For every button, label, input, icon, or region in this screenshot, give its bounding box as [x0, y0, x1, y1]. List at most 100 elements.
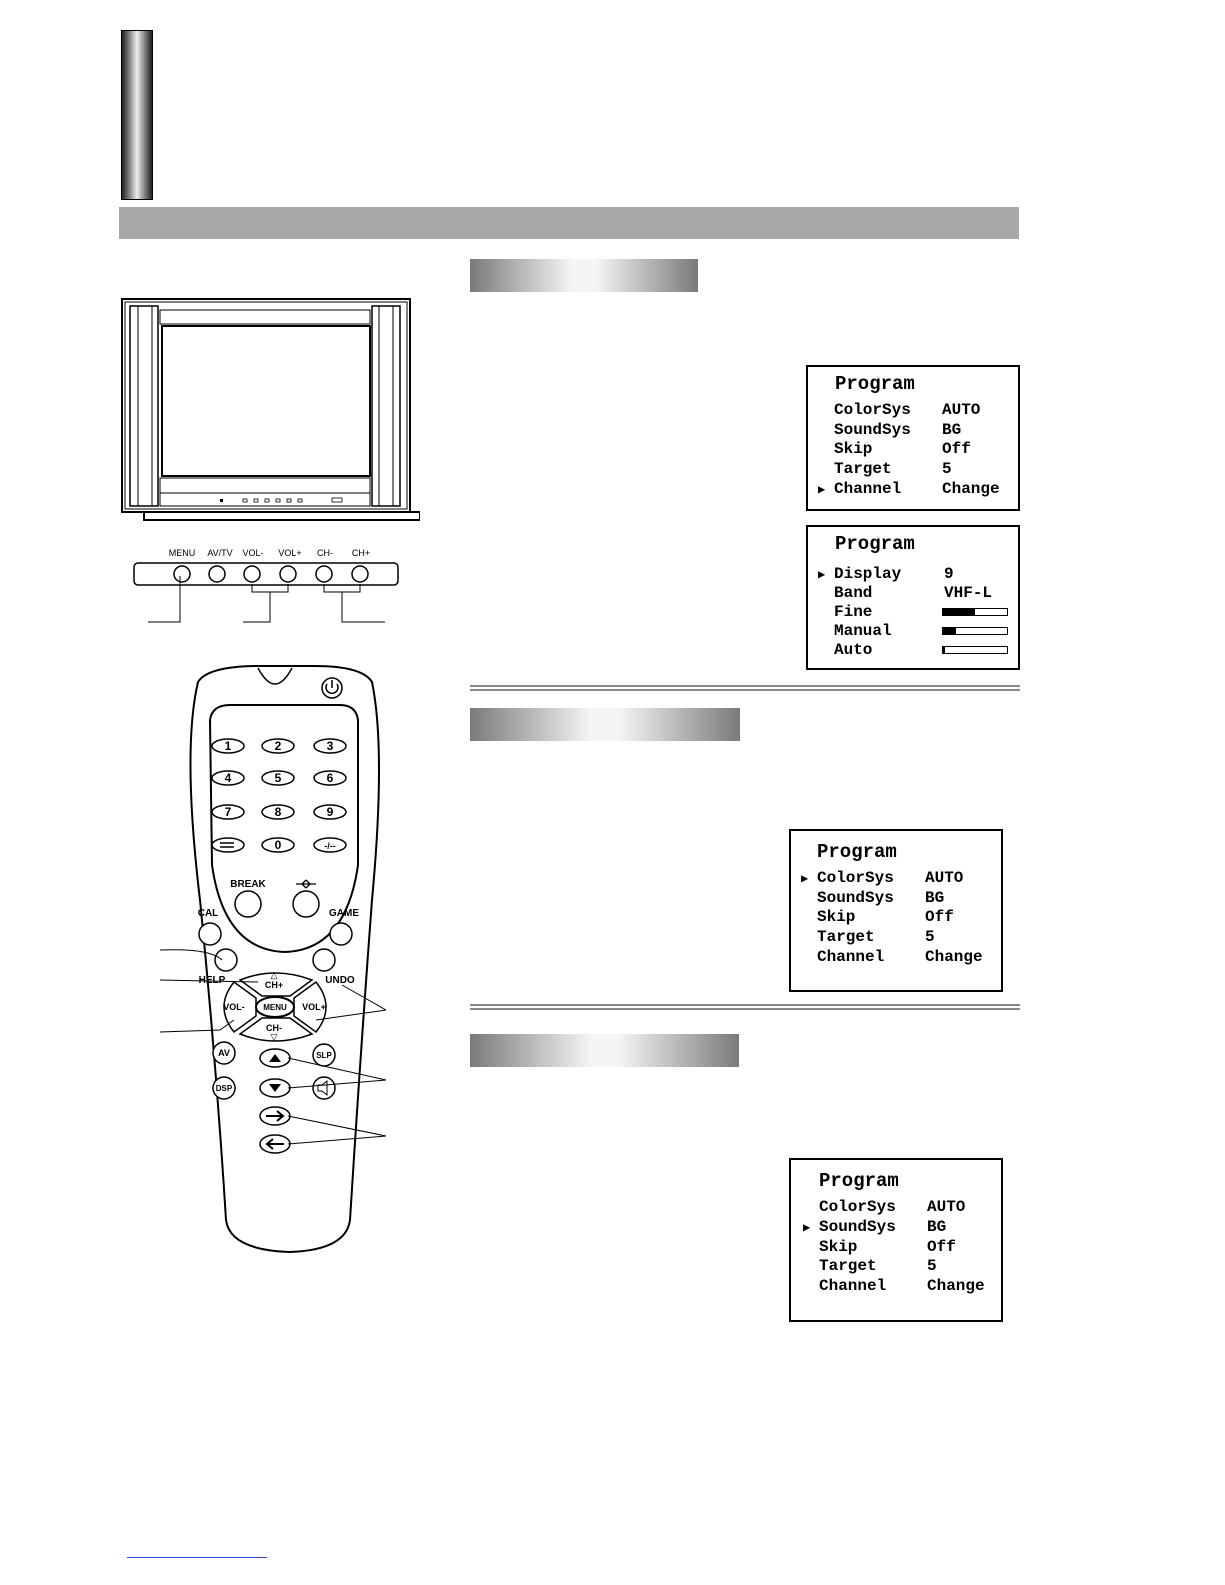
panel-ch-plus-button[interactable] — [351, 565, 369, 583]
vol-minus-label: VOL- — [223, 1002, 245, 1012]
osd-row: ColorSys AUTO — [808, 401, 1018, 421]
osd-row: Skip Off — [791, 1238, 1001, 1258]
osd-value: BG — [927, 1218, 947, 1236]
osd-value: Off — [927, 1238, 956, 1256]
panel-avtv-button[interactable] — [208, 565, 226, 583]
osd-row: ▶ Display 9 — [808, 565, 1018, 585]
down-arrow-icon — [269, 1084, 281, 1092]
selection-pointer-icon: ▶ — [818, 568, 826, 582]
osd-row: Target 5 — [791, 1257, 1001, 1277]
osd-value: Change — [925, 948, 983, 966]
osd-program-menu-4: Program ColorSys AUTO ▶ SoundSys BG Skip… — [789, 1158, 1003, 1322]
osd-row: Auto — [808, 641, 1018, 661]
key-9-label: 9 — [327, 805, 334, 819]
key-0[interactable] — [261, 837, 295, 853]
footer-link-underline — [127, 1557, 267, 1558]
key-4-label: 4 — [225, 771, 232, 785]
recall-button[interactable] — [211, 837, 245, 853]
key-9[interactable] — [313, 804, 347, 820]
key-7[interactable] — [211, 804, 245, 820]
key-3[interactable] — [313, 738, 347, 754]
osd-label: Manual — [834, 622, 892, 640]
key-8[interactable] — [261, 804, 295, 820]
undo-button[interactable] — [312, 948, 336, 972]
key-5[interactable] — [261, 770, 295, 786]
key-6[interactable] — [313, 770, 347, 786]
key-dash-label: -/-- — [324, 841, 336, 851]
osd-label: ColorSys — [819, 1198, 896, 1216]
section-header-bar-3 — [470, 1034, 739, 1067]
osd-row: Band VHF-L — [808, 584, 1018, 604]
key-2[interactable] — [261, 738, 295, 754]
osd-title: Program — [819, 1170, 899, 1192]
help-label: HELP — [199, 975, 226, 986]
osd-value: 9 — [944, 565, 954, 583]
key-2-label: 2 — [275, 739, 282, 753]
freeze-button[interactable] — [292, 890, 320, 918]
osd-label: Display — [834, 565, 902, 583]
osd-label: ColorSys — [834, 401, 911, 419]
break-label: BREAK — [230, 879, 266, 890]
recall-icon — [220, 842, 234, 848]
osd-value: 5 — [942, 460, 952, 478]
chapter-side-bar — [121, 30, 153, 200]
osd-value: 5 — [925, 928, 935, 946]
mute-button[interactable] — [312, 1076, 336, 1100]
av-button[interactable] — [212, 1041, 236, 1065]
panel-label-avtv: AV/TV — [207, 548, 232, 558]
key-1[interactable] — [211, 738, 245, 754]
panel-label-vol-minus: VOL- — [242, 548, 263, 558]
osd-value: BG — [942, 421, 962, 439]
osd-value: VHF-L — [944, 584, 993, 602]
up-arrow-icon — [269, 1054, 281, 1062]
osd-row: ▶ ColorSys AUTO — [791, 869, 1001, 889]
section-header-bar-1 — [470, 259, 698, 292]
osd-label: Skip — [819, 1238, 858, 1256]
key-4[interactable] — [211, 770, 245, 786]
osd-title: Program — [835, 373, 915, 395]
dsp-button[interactable] — [212, 1076, 236, 1100]
osd-label: Skip — [834, 440, 873, 458]
osd-label: SoundSys — [834, 421, 911, 439]
osd-value: Off — [942, 440, 971, 458]
osd-row: SoundSys BG — [791, 889, 1001, 909]
freeze-icon — [296, 879, 316, 889]
osd-label: Channel — [817, 948, 885, 966]
auto-level-bar — [942, 646, 1008, 654]
key-6-label: 6 — [327, 771, 334, 785]
key-3-label: 3 — [327, 739, 334, 753]
key-dash[interactable] — [313, 837, 347, 853]
panel-vol-minus-button[interactable] — [243, 565, 261, 583]
ch-plus-label: CH+ — [265, 980, 283, 990]
panel-label-ch-plus: CH+ — [352, 548, 370, 558]
osd-label: SoundSys — [817, 889, 894, 907]
panel-vol-plus-button[interactable] — [279, 565, 297, 583]
osd-row: Skip Off — [808, 440, 1018, 460]
break-button[interactable] — [234, 890, 262, 918]
osd-title: Program — [835, 533, 915, 555]
osd-label: Fine — [834, 603, 873, 621]
osd-row: ColorSys AUTO — [791, 1198, 1001, 1218]
osd-value: AUTO — [925, 869, 964, 887]
osd-label: Auto — [834, 641, 873, 659]
cal-button[interactable] — [198, 922, 222, 946]
key-1-label: 1 — [225, 739, 232, 753]
help-button[interactable] — [214, 948, 238, 972]
osd-program-menu-2: Program ▶ Display 9 Band VHF-L Fine Manu… — [806, 525, 1020, 670]
ch-minus-button[interactable] — [238, 1017, 314, 1042]
osd-row: Target 5 — [791, 928, 1001, 948]
panel-ch-minus-button[interactable] — [315, 565, 333, 583]
osd-label: Channel — [834, 480, 902, 498]
left-arrow-icon — [265, 1138, 284, 1150]
osd-label: ColorSys — [817, 869, 894, 887]
vol-minus-button[interactable] — [223, 980, 257, 1034]
osd-value: Change — [942, 480, 1000, 498]
osd-row: Channel Change — [791, 1277, 1001, 1297]
slp-label: SLP — [316, 1051, 332, 1060]
cal-label: CAL — [198, 908, 219, 919]
menu-button[interactable] — [255, 996, 295, 1018]
panel-menu-button[interactable] — [173, 565, 191, 583]
right-arrow-icon — [266, 1110, 285, 1122]
game-button[interactable] — [329, 922, 353, 946]
ch-plus-button[interactable] — [238, 972, 314, 997]
